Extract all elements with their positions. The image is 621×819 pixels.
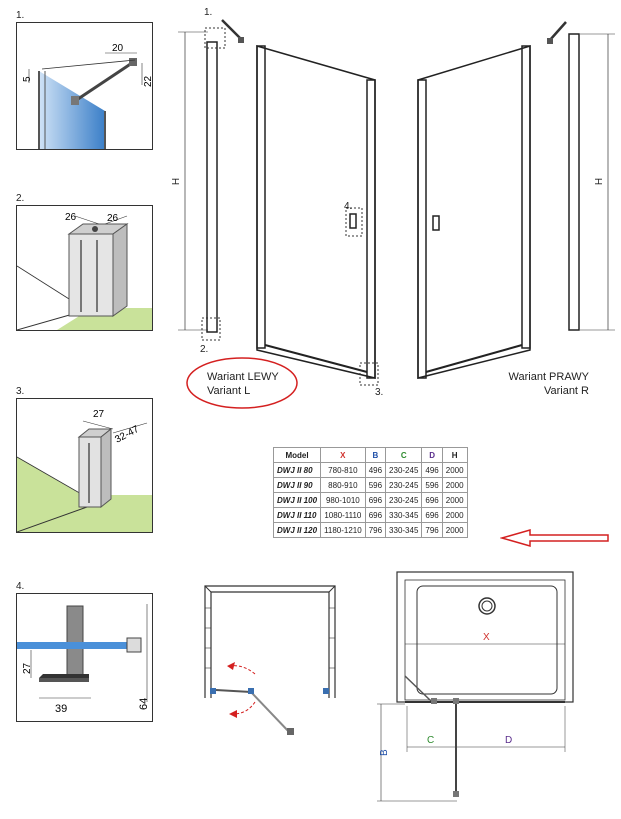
detail-4-dim-b: 39 xyxy=(55,703,67,715)
height-label-left: H xyxy=(171,177,183,186)
cell-b: 696 xyxy=(364,492,387,508)
plan-label-b: B xyxy=(379,749,390,756)
cell-d: 696 xyxy=(421,507,443,523)
spec-table-header-row: Model X B C D H xyxy=(272,447,468,463)
cell-model: DWJ II 110 xyxy=(272,507,322,523)
plan-label-x: X xyxy=(483,632,490,643)
cell-model: DWJ II 120 xyxy=(272,522,322,538)
callout-3: 3. xyxy=(375,387,384,398)
cell-x: 880-910 xyxy=(320,477,366,493)
cell-h: 2000 xyxy=(441,522,468,538)
top-plan: X B C D xyxy=(377,571,574,802)
detail-2-drawing: 26 26 xyxy=(17,212,152,330)
callout-1: 1. xyxy=(204,7,213,18)
variant-right-line1: Wariant PRAWY xyxy=(508,371,589,383)
cell-c: 230-245 xyxy=(385,477,423,493)
height-label-right: H xyxy=(594,177,606,186)
callout-2: 2. xyxy=(200,344,209,355)
header-model: Model xyxy=(272,447,322,463)
cell-h: 2000 xyxy=(441,507,468,523)
cell-b: 796 xyxy=(364,522,387,538)
detail-1-dim-b: 5 xyxy=(22,76,33,82)
cell-d: 796 xyxy=(421,522,443,538)
detail-3-dim-b: 32-47 xyxy=(113,424,141,446)
header-b: B xyxy=(364,447,387,463)
table-row: DWJ II 90 880-910 596 230-245 596 2000 xyxy=(272,477,468,493)
variant-left-line2: Variant L xyxy=(207,385,251,397)
detail-1-dim-a: 20 xyxy=(112,43,124,54)
variant-left-label: Wariant LEWY Variant L xyxy=(207,370,279,398)
table-row: DWJ II 80 780-810 496 230-245 496 2000 xyxy=(272,462,468,478)
detail-3-dim-a: 27 xyxy=(93,409,105,420)
detail-4-drawing: 27 39 64 xyxy=(17,604,150,715)
cell-x: 1080-1110 xyxy=(320,507,366,523)
cell-d: 696 xyxy=(421,492,443,508)
header-d: D xyxy=(421,447,443,463)
cell-x: 1180-1210 xyxy=(320,522,366,538)
detail-3-box: 27 32-47 xyxy=(16,398,153,533)
detail-3-drawing: 27 32-47 xyxy=(17,409,152,532)
door-swing-plan xyxy=(204,585,336,735)
detail-3-number: 3. xyxy=(16,386,25,397)
detail-1-number: 1. xyxy=(16,10,25,21)
header-x: X xyxy=(320,447,366,463)
variant-right-line2: Variant R xyxy=(543,385,589,397)
callout-4: 4. xyxy=(344,201,353,212)
cell-b: 696 xyxy=(364,507,387,523)
table-row: DWJ II 100 980-1010 696 230-245 696 2000 xyxy=(272,492,468,508)
detail-2-box: 26 26 xyxy=(16,205,153,331)
detail-4-number: 4. xyxy=(16,581,25,592)
detail-2-dim-b: 26 xyxy=(107,213,119,224)
detail-2-dim-a: 26 xyxy=(65,212,77,223)
cell-model: DWJ II 90 xyxy=(272,477,322,493)
detail-1-box: 20 5 22 xyxy=(16,22,153,150)
cell-c: 330-345 xyxy=(385,507,423,523)
cell-model: DWJ II 80 xyxy=(272,462,322,478)
plan-label-d: D xyxy=(505,735,512,746)
cell-d: 596 xyxy=(421,477,443,493)
cell-model: DWJ II 100 xyxy=(272,492,322,508)
header-h: H xyxy=(441,447,468,463)
variant-right-label: Wariant PRAWY Variant R xyxy=(507,370,589,398)
plan-label-c: C xyxy=(427,735,434,746)
cell-h: 2000 xyxy=(441,477,468,493)
cell-h: 2000 xyxy=(441,462,468,478)
detail-2-number: 2. xyxy=(16,193,25,204)
cell-b: 496 xyxy=(364,462,387,478)
cell-x: 780-810 xyxy=(320,462,366,478)
cell-x: 980-1010 xyxy=(320,492,366,508)
detail-4-box: 27 39 64 xyxy=(16,593,153,722)
variant-left-line1: Wariant LEWY xyxy=(207,371,279,383)
header-c: C xyxy=(385,447,423,463)
cell-d: 496 xyxy=(421,462,443,478)
cell-c: 230-245 xyxy=(385,462,423,478)
detail-4-dim-a: 27 xyxy=(22,662,33,674)
row-pointer-arrow-icon xyxy=(500,529,609,547)
cell-h: 2000 xyxy=(441,492,468,508)
table-row: DWJ II 110 1080-1110 696 330-345 696 200… xyxy=(272,507,468,523)
spec-table: Model X B C D H DWJ II 80 780-810 496 23… xyxy=(272,447,468,538)
detail-4-dim-c: 64 xyxy=(138,698,150,710)
elevation-drawing xyxy=(178,19,615,409)
cell-c: 330-345 xyxy=(385,522,423,538)
cell-c: 230-245 xyxy=(385,492,423,508)
detail-1-dim-c: 22 xyxy=(143,75,152,87)
cell-b: 596 xyxy=(364,477,387,493)
detail-1-drawing: 20 5 22 xyxy=(22,43,152,149)
table-row: DWJ II 120 1180-1210 796 330-345 796 200… xyxy=(272,522,468,538)
variant-left-highlight xyxy=(186,357,298,409)
